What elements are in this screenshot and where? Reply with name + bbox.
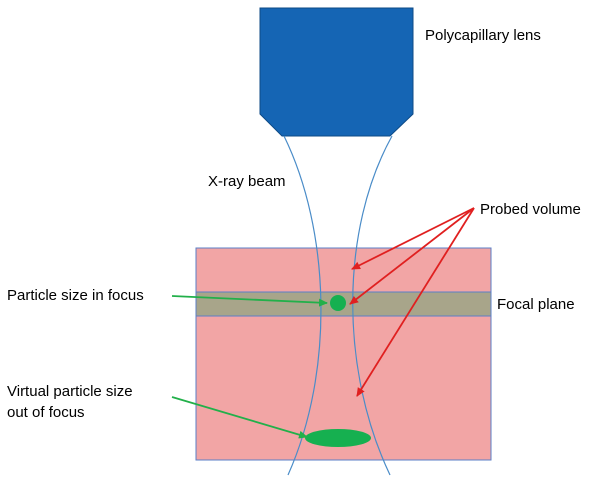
probed-volume-arrow-3 <box>356 207 475 397</box>
polycapillary-lens <box>259 7 414 137</box>
probed-volume-arrow-2 <box>349 207 475 305</box>
probed-volume-label: Probed volume <box>480 201 581 218</box>
virtual-particle-label-line1: Virtual particle size <box>7 383 133 400</box>
particle-in-focus-label: Particle size in focus <box>7 287 144 304</box>
sample-block <box>195 247 492 461</box>
particle-in-focus-arrow <box>171 295 328 307</box>
lens-label: Polycapillary lens <box>425 27 541 44</box>
probed-volume-arrow-1 <box>351 207 475 270</box>
focal-plane-label: Focal plane <box>497 296 575 313</box>
virtual-particle-out-of-focus <box>305 429 371 447</box>
beam-label: X-ray beam <box>208 173 286 190</box>
virtual-particle-arrow <box>171 396 308 439</box>
virtual-particle-label-line2: out of focus <box>7 404 85 421</box>
particle-in-focus <box>330 295 346 311</box>
